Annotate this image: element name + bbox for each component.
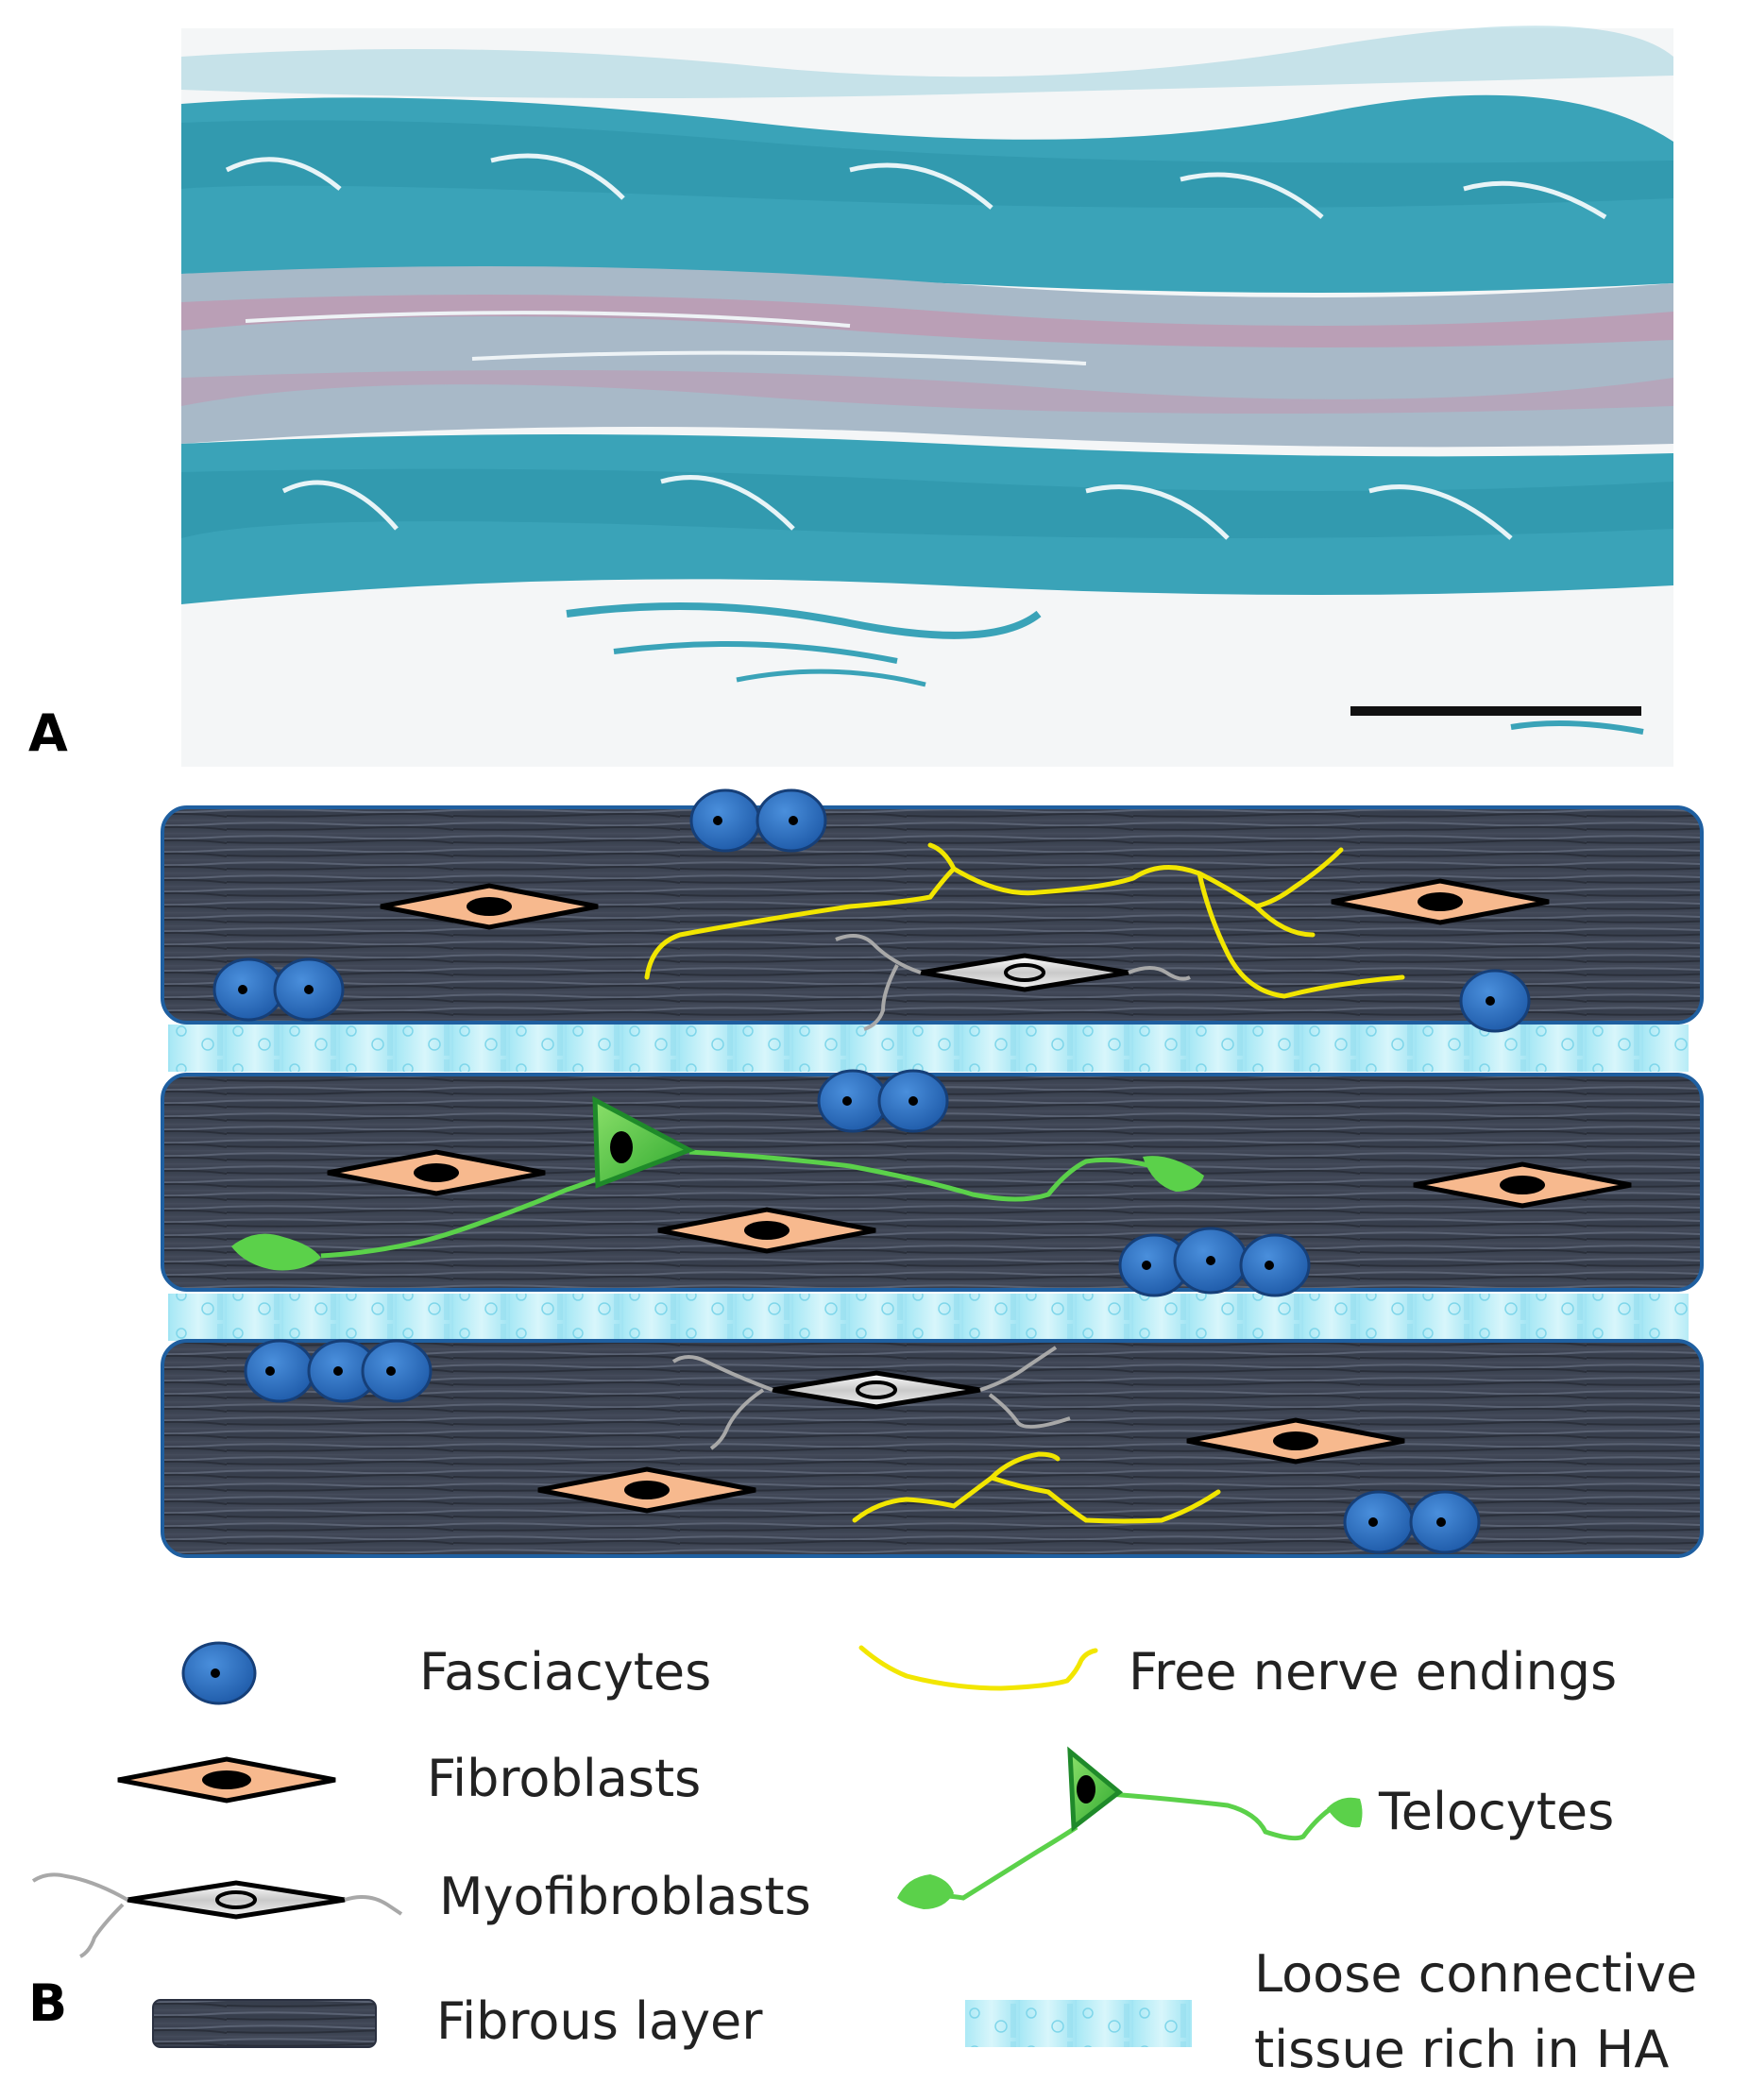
legend-myofibroblast-icon [31, 1872, 403, 1958]
telocyte [231, 1095, 1204, 1271]
fasciacyte-cluster [1343, 1490, 1481, 1554]
fibroblast [657, 1207, 876, 1254]
fibroblast [537, 1466, 756, 1514]
legend-label-loose-ct-line1: Loose connective [1254, 1944, 1698, 2004]
myofibroblast [835, 934, 1191, 1031]
legend-fibroblast-icon [117, 1756, 336, 1804]
fibroblast [380, 883, 599, 930]
fibrous-layer-1 [161, 805, 1704, 1025]
fasciacyte [1459, 969, 1531, 1033]
free-nerve-ending [644, 842, 1405, 999]
fibrous-layer-3 [161, 1339, 1704, 1558]
micrograph-panel [181, 25, 1673, 767]
fibroblast [1186, 1417, 1405, 1465]
scale-bar [1350, 706, 1641, 716]
fasciacyte-cluster [689, 788, 827, 853]
fibroblast [1413, 1161, 1632, 1209]
fasciacyte-cluster [1118, 1227, 1311, 1297]
legend-loose-ct-icon [965, 2000, 1192, 2047]
fibroblast [327, 1149, 546, 1196]
legend-label-fibroblasts: Fibroblasts [427, 1749, 702, 1808]
legend-label-telocytes: Telocytes [1379, 1782, 1615, 1841]
panel-label-a: A [28, 703, 68, 763]
legend-label-fasciacytes: Fasciacytes [419, 1642, 712, 1702]
fibroblast [1331, 878, 1550, 925]
legend-telocyte-icon [897, 1746, 1363, 1909]
schematic-panel [161, 788, 1704, 1558]
free-nerve-ending [852, 1451, 1221, 1524]
legend-label-nerve-endings: Free nerve endings [1129, 1642, 1618, 1702]
legend-label-myofibroblasts: Myofibroblasts [439, 1867, 811, 1926]
myofibroblast [671, 1346, 1071, 1450]
fasciacyte-cluster [212, 957, 345, 1022]
loose-connective-strip-1 [168, 1025, 1689, 1072]
legend-symbols [31, 1641, 1363, 2048]
fasciacyte-cluster [244, 1339, 433, 1403]
panel-label-b: B [28, 1973, 68, 2033]
legend-label-loose-ct-line2: tissue rich in HA [1254, 2020, 1670, 2079]
legend-nerve-icon [858, 1645, 1098, 1691]
legend-fibrous-layer-icon [152, 1999, 377, 2048]
fasciacyte-cluster [817, 1069, 949, 1133]
legend-label-fibrous-layer: Fibrous layer [436, 1991, 763, 2051]
legend-fasciacyte-icon [181, 1641, 257, 1705]
loose-connective-strip-2 [168, 1294, 1689, 1341]
